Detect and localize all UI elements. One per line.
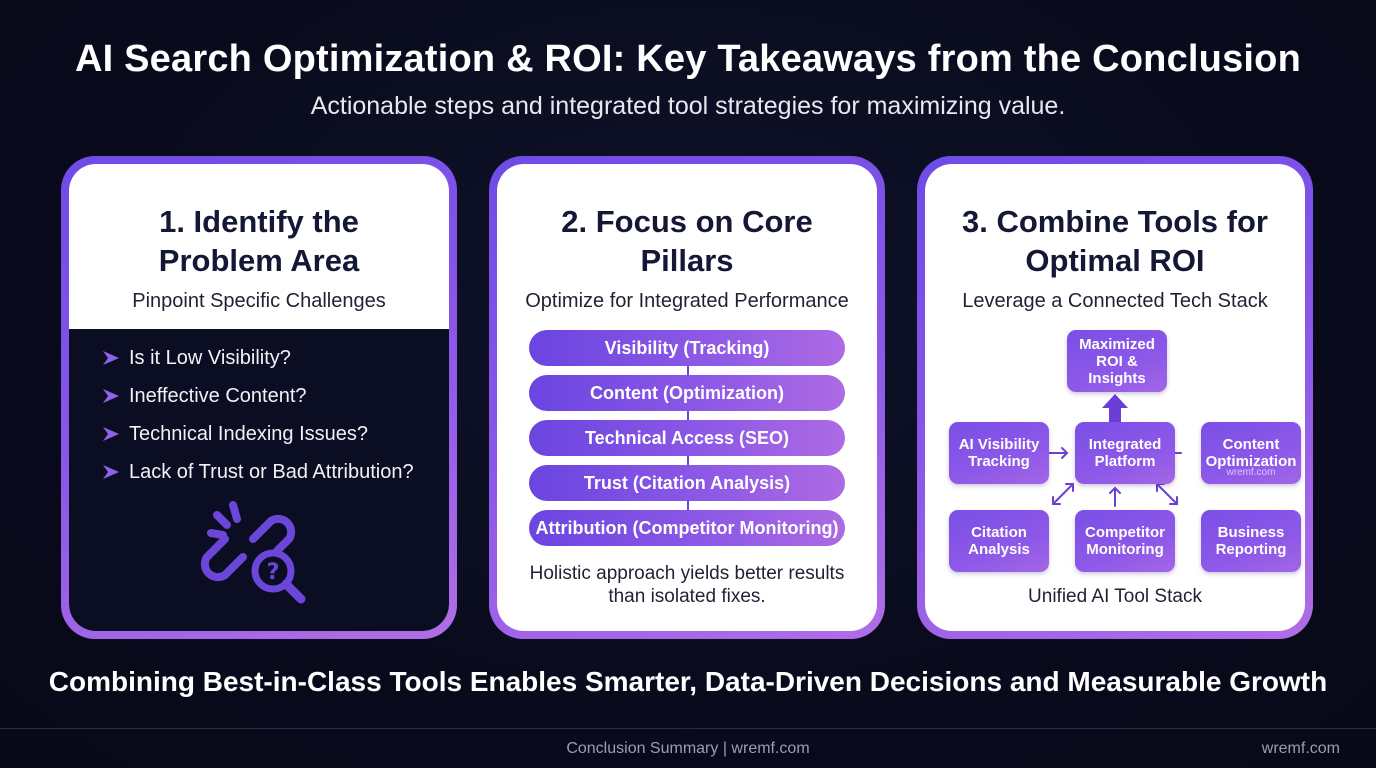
card-footnote-line2: than isolated fixes. <box>608 586 766 607</box>
node-label-line2: Reporting <box>1215 541 1287 558</box>
problem-list: Is it Low Visibility? Ineffective Conten… <box>101 339 414 491</box>
problem-panel: Is it Low Visibility? Ineffective Conten… <box>69 329 449 631</box>
pillar-trust: Trust (Citation Analysis) <box>529 465 845 501</box>
list-item-label: Ineffective Content? <box>129 384 307 407</box>
svg-text:?: ? <box>267 560 280 585</box>
list-item: Lack of Trust or Bad Attribution? <box>101 453 414 491</box>
card-title-line1: 2. Focus on Core <box>561 204 813 239</box>
card-title-line2: Pillars <box>640 243 734 278</box>
footer-summary: Conclusion Summary | wremf.com <box>566 740 810 757</box>
node-label-line1: Integrated <box>1088 436 1162 453</box>
card-title-line2: Problem Area <box>158 243 360 278</box>
footer-site: wremf.com <box>1261 740 1340 757</box>
pillar-technical: Technical Access (SEO) <box>529 420 845 456</box>
node-label-line1: AI Visibility <box>958 436 1040 453</box>
list-item-label: Technical Indexing Issues? <box>129 422 369 445</box>
card-footnote-line1: Holistic approach yields better results <box>529 563 845 584</box>
footer-divider <box>0 728 1376 729</box>
card-body: 1. Identify the Problem Area Pinpoint Sp… <box>69 164 449 631</box>
node-label-line1: Maximized <box>1079 335 1155 353</box>
node-label-line2: Platform <box>1094 453 1156 470</box>
node-label-line1: Competitor <box>1085 524 1165 541</box>
card-title-line1: 1. Identify the <box>159 204 359 239</box>
node-label-line1: Business <box>1217 524 1285 541</box>
node-label-line2: Monitoring <box>1086 541 1164 558</box>
node-label-line2: Optimization <box>1205 453 1297 470</box>
tagline: Combining Best-in-Class Tools Enables Sm… <box>48 666 1328 697</box>
card-footnote: Holistic approach yields better results … <box>497 562 877 608</box>
node-label-line2: ROI & Insights <box>1088 352 1146 387</box>
card-combine-tools: 3. Combine Tools for Optimal ROI Leverag… <box>917 156 1313 639</box>
node-label-line2: Tracking <box>968 453 1030 470</box>
card-subtitle: Optimize for Integrated Performance <box>525 290 849 312</box>
pillar-visibility: Visibility (Tracking) <box>529 330 845 366</box>
list-item: Is it Low Visibility? <box>101 339 414 377</box>
arrow-bullet-icon <box>103 351 119 365</box>
card-subtitle: Pinpoint Specific Challenges <box>132 290 386 312</box>
card-title: 2. Focus on Core Pillars <box>497 202 877 280</box>
card-core-pillars: 2. Focus on Core Pillars Optimize for In… <box>489 156 885 639</box>
card-title-line2: Optimal ROI <box>1025 243 1205 278</box>
arrow-bullet-icon <box>103 465 119 479</box>
node-label-line1: Content <box>1222 436 1280 453</box>
pillar-attribution: Attribution (Competitor Monitoring) <box>529 510 845 546</box>
node-label-line2: Analysis <box>968 541 1030 558</box>
pillar-content: Content (Optimization) <box>529 375 845 411</box>
list-item-label: Lack of Trust or Bad Attribution? <box>129 460 414 483</box>
card-title: 3. Combine Tools for Optimal ROI <box>925 202 1305 280</box>
page-subtitle: Actionable steps and integrated tool str… <box>310 92 1066 120</box>
tool-stack-label: Unified AI Tool Stack <box>1028 586 1202 607</box>
card-identify-problem: 1. Identify the Problem Area Pinpoint Sp… <box>61 156 457 639</box>
list-item: Ineffective Content? <box>101 377 414 415</box>
card-body: 3. Combine Tools for Optimal ROI Leverag… <box>925 164 1305 631</box>
list-item: Technical Indexing Issues? <box>101 415 414 453</box>
list-item-label: Is it Low Visibility? <box>129 346 291 369</box>
arrow-bullet-icon <box>103 427 119 441</box>
watermark: wremf.com <box>1226 467 1276 478</box>
card-body: 2. Focus on Core Pillars Optimize for In… <box>497 164 877 631</box>
card-title: 1. Identify the Problem Area <box>69 202 449 280</box>
node-label-line1: Citation <box>971 524 1027 541</box>
card-title-line1: 3. Combine Tools for <box>962 204 1268 239</box>
page-title: AI Search Optimization & ROI: Key Takeaw… <box>74 38 1302 80</box>
broken-chain-search-icon: ? <box>200 501 306 604</box>
arrow-bullet-icon <box>103 389 119 403</box>
card-subtitle: Leverage a Connected Tech Stack <box>962 290 1268 312</box>
